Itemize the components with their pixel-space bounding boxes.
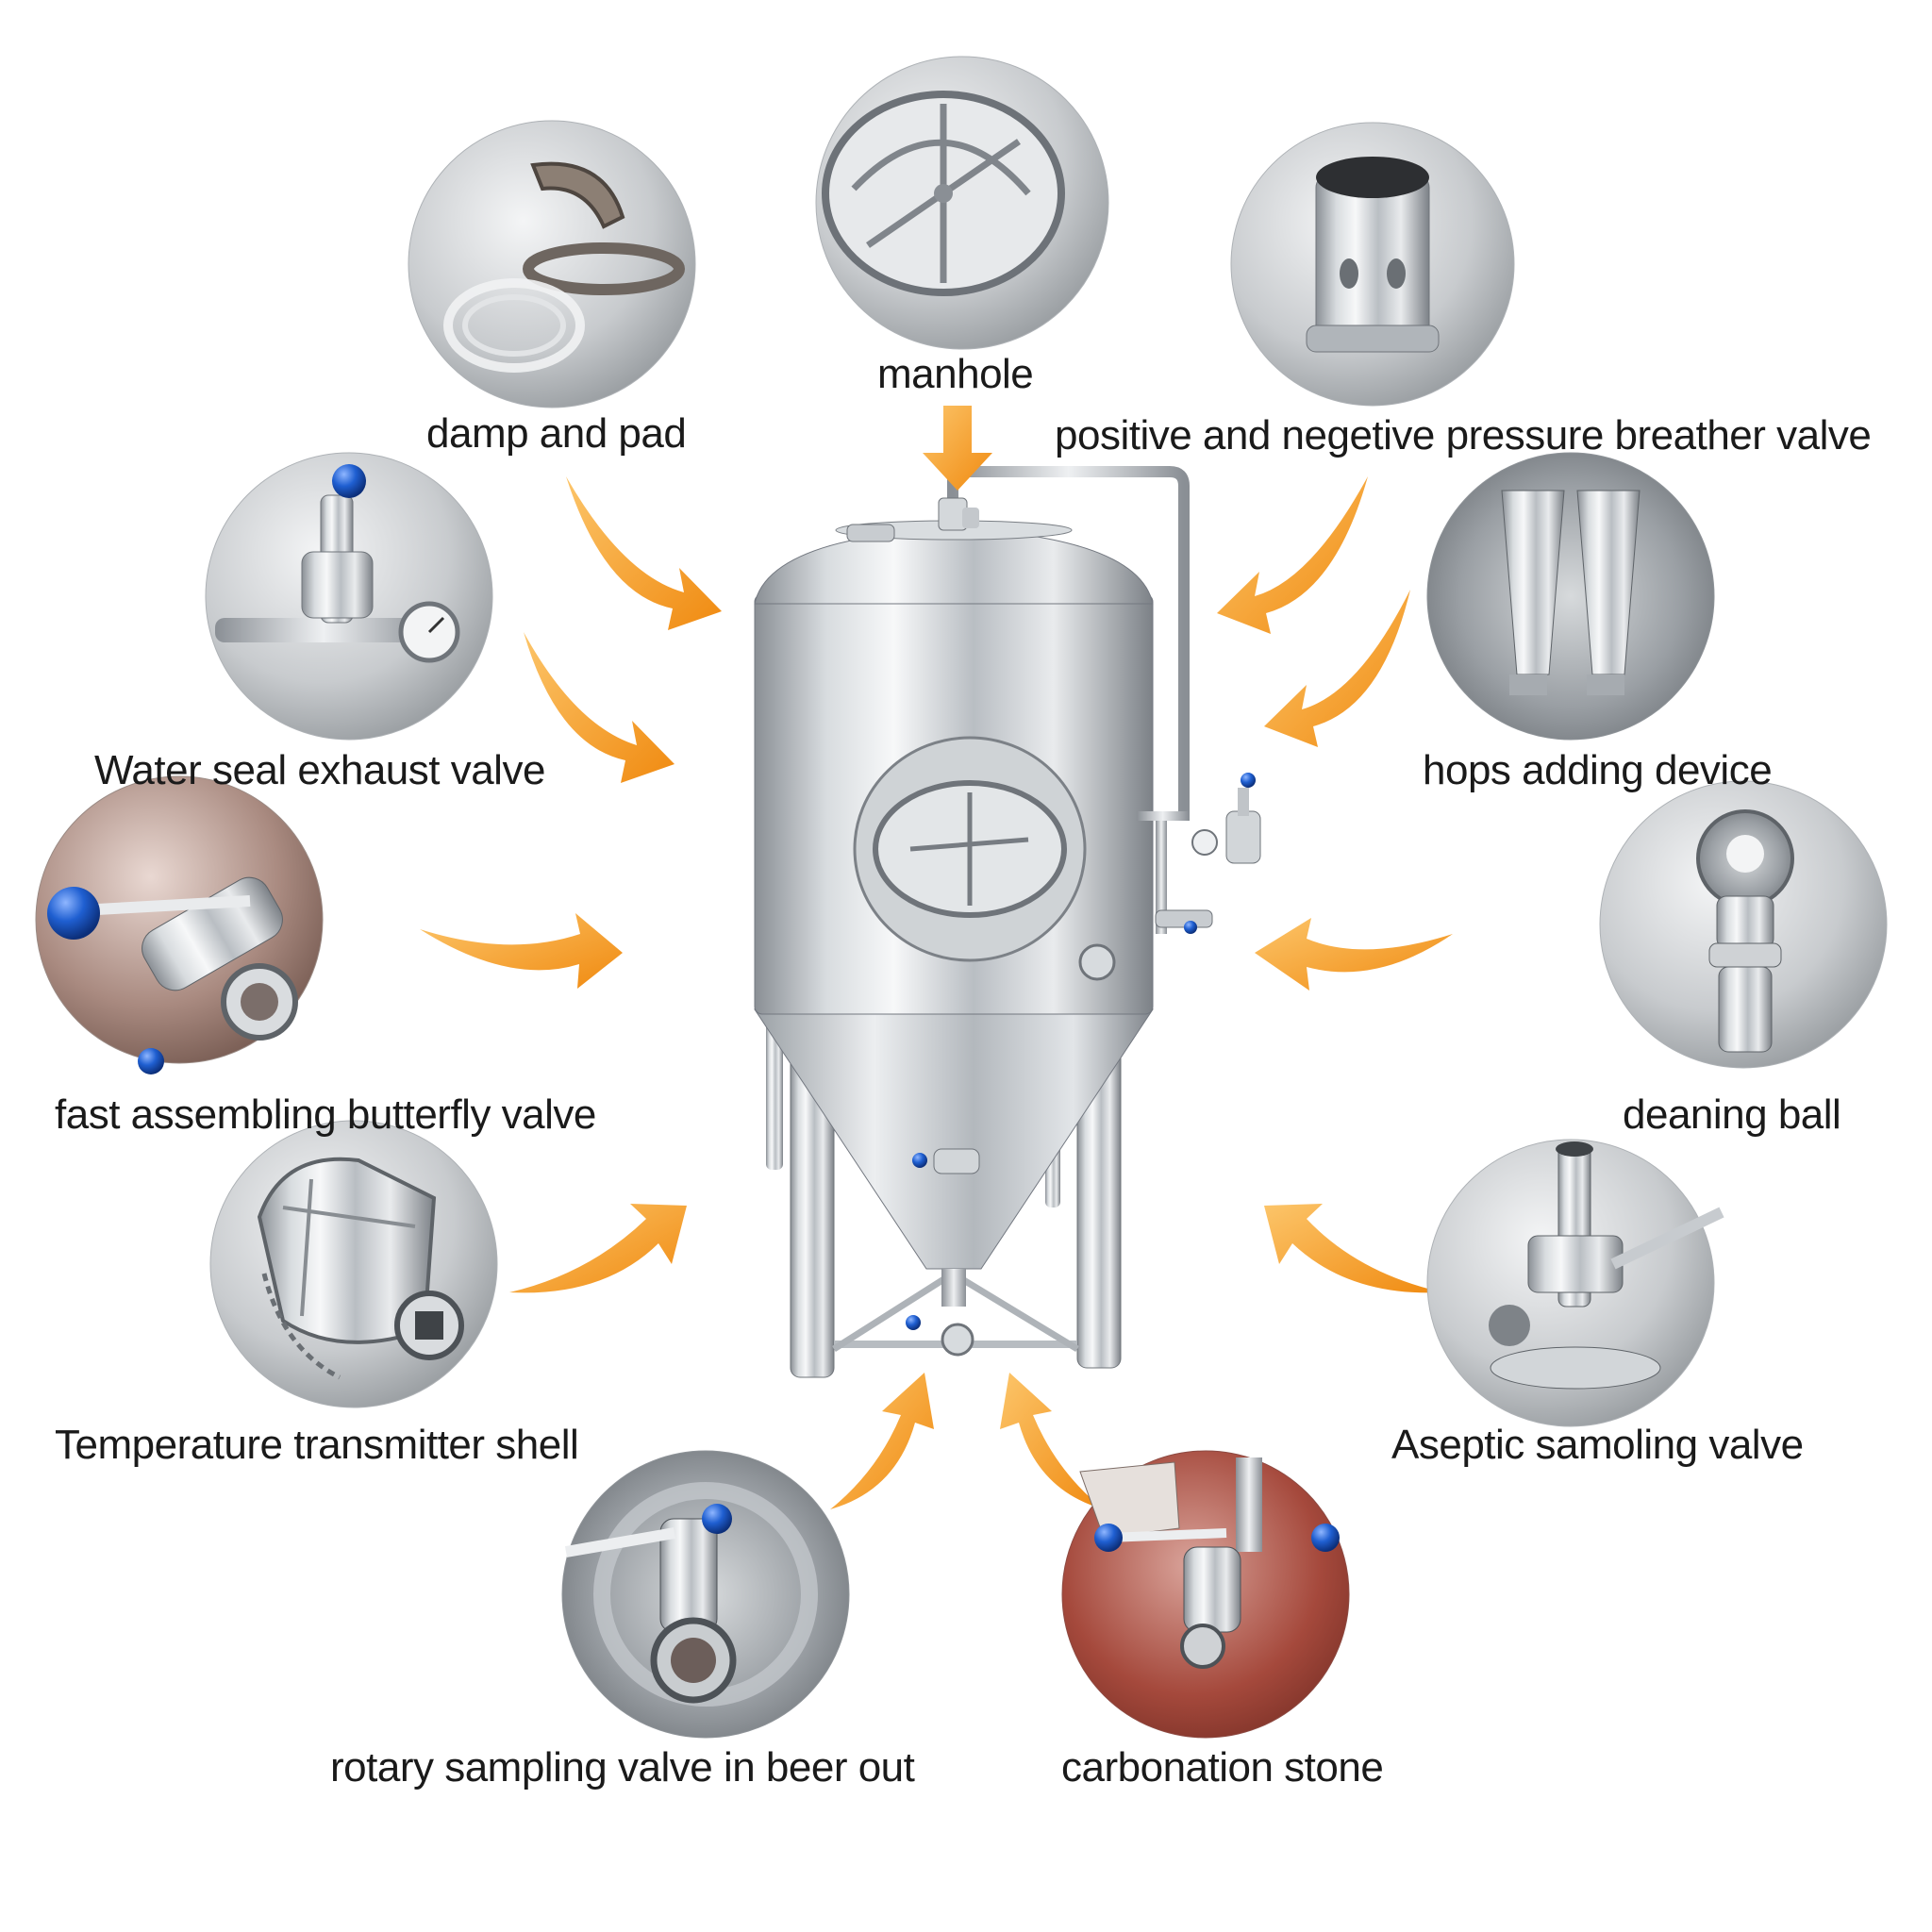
hops-device-icon: [1426, 452, 1715, 741]
label-water-seal-valve: Water seal exhaust valve: [94, 747, 545, 793]
breather-valve-icon: [1230, 122, 1515, 407]
arrow-water-seal: [524, 632, 675, 783]
water-seal-valve-icon: [205, 452, 493, 741]
label-aseptic-valve: Aseptic samoling valve: [1391, 1422, 1804, 1468]
rotary-valve-icon: [561, 1450, 850, 1739]
label-clamp-and-pad: damp and pad: [426, 410, 687, 457]
arrow-aseptic: [1264, 1204, 1443, 1293]
clamp-icon: [408, 120, 696, 408]
label-carbonation-stone: carbonation stone: [1061, 1744, 1384, 1790]
pointer-arrows: [420, 406, 1453, 1509]
fermentation-tank: [754, 466, 1261, 1378]
arrow-breather: [1217, 476, 1368, 634]
label-temperature-shell: Temperature transmitter shell: [55, 1422, 579, 1468]
arrow-butterfly: [420, 913, 623, 989]
sampling-valve-icon: [1426, 1139, 1724, 1427]
arrow-hops: [1264, 590, 1410, 747]
arrow-rotary: [830, 1373, 934, 1509]
label-rotary-valve: rotary sampling valve in beer out: [330, 1744, 915, 1790]
label-breather-valve: positive and negetive pressure breather …: [1055, 412, 1872, 458]
butterfly-valve-icon: [35, 775, 324, 1074]
temperature-shell-icon: [209, 1120, 498, 1408]
label-butterfly-valve: fast assembling butterfly valve: [55, 1091, 596, 1138]
label-manhole: manhole: [877, 351, 1034, 397]
arrow-cleaning: [1255, 918, 1453, 991]
label-hops-device: hops adding device: [1423, 747, 1773, 793]
arrow-carbonation: [1000, 1373, 1104, 1509]
arrow-manhole: [923, 406, 992, 491]
manhole-icon: [815, 56, 1109, 350]
carbonation-stone-icon: [1061, 1450, 1350, 1739]
arrow-temp: [509, 1204, 687, 1293]
arrow-clamp: [566, 476, 722, 630]
label-cleaning-ball: deaning ball: [1623, 1091, 1841, 1138]
cleaning-ball-icon: [1599, 780, 1888, 1069]
